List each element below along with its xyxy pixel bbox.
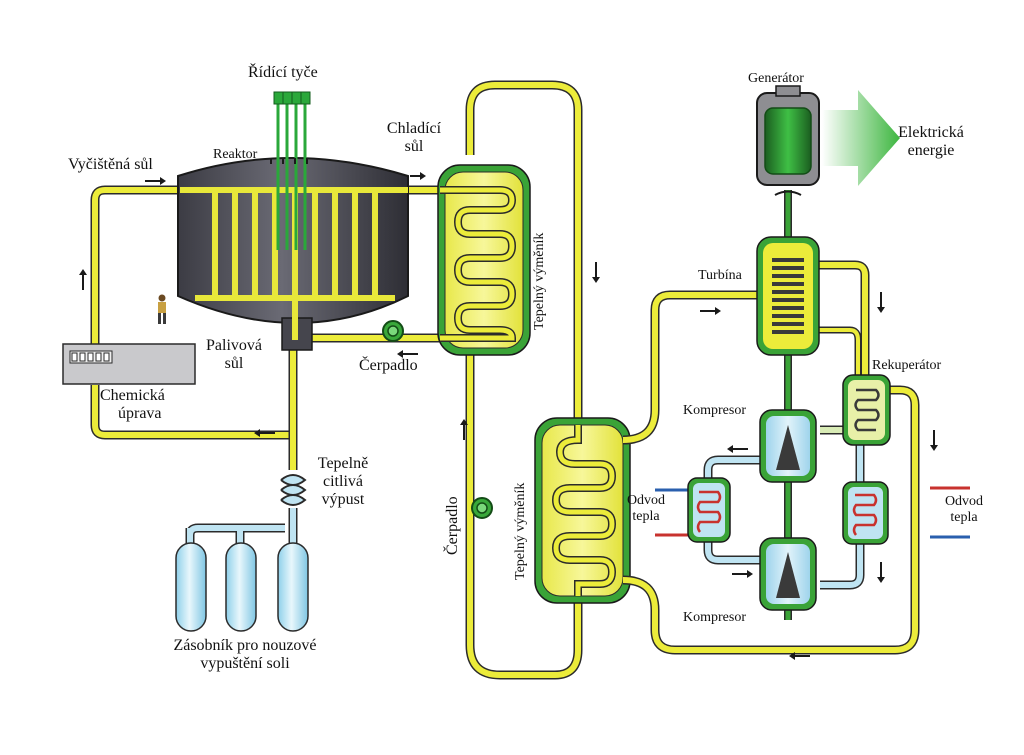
recuperator bbox=[842, 374, 891, 446]
electric-energy-label: Elektrická energie bbox=[896, 124, 966, 160]
chemical-processing-unit bbox=[62, 343, 196, 385]
chemical-line-1: Chemická bbox=[100, 387, 165, 404]
pump-vertical-label: Čerpadlo bbox=[444, 496, 461, 555]
coolant-salt-line-2: sůl bbox=[404, 138, 424, 155]
cooler-left bbox=[687, 477, 731, 543]
generator-label: Generátor bbox=[748, 71, 804, 86]
generator bbox=[756, 85, 820, 196]
heat-out-right-label: Odvod tepla bbox=[938, 494, 990, 526]
drain-tanks bbox=[175, 542, 309, 632]
compressor-bottom bbox=[759, 537, 817, 611]
reactor-label: Reaktor bbox=[213, 147, 258, 162]
compressor-bottom-label: Kompresor bbox=[683, 610, 746, 625]
chemical-line-2: úprava bbox=[118, 405, 162, 422]
heat-exchanger-1-label: Tepelný výměník bbox=[532, 232, 547, 330]
drain-tank bbox=[277, 542, 309, 632]
electricity-arrow-icon bbox=[822, 90, 900, 186]
heat-rejection-pipes bbox=[655, 486, 970, 539]
turbine-label: Turbína bbox=[698, 268, 742, 283]
fuel-salt-line-2: sůl bbox=[224, 355, 244, 372]
heat-exchanger-1 bbox=[437, 164, 531, 356]
drain-manifold bbox=[185, 508, 298, 548]
pump-top-label: Čerpadlo bbox=[359, 357, 418, 374]
chemical-processing-label: Chemická úprava bbox=[100, 387, 165, 423]
reactor-vessel bbox=[177, 91, 409, 351]
freeze-plug-label: Tepelně citlivá výpust bbox=[306, 455, 380, 509]
heat-out-left-line-2: tepla bbox=[632, 509, 660, 524]
fuel-salt-loop bbox=[90, 185, 440, 470]
recuperator-label: Rekuperátor bbox=[872, 358, 942, 373]
pump-icon bbox=[382, 320, 404, 342]
person-scale-figure bbox=[158, 294, 166, 324]
drain-tanks-label: Zásobník pro nouzové vypuštění soli bbox=[140, 637, 350, 673]
compressor-top-label: Kompresor bbox=[683, 403, 746, 418]
heat-out-left-line-1: Odvod bbox=[626, 493, 666, 508]
freeze-plug-line-2: citlivá bbox=[323, 473, 363, 490]
fuel-salt-line-1: Palivová bbox=[206, 337, 262, 354]
heat-out-left-label: Odvod tepla bbox=[620, 493, 672, 525]
coolant-salt-line-1: Chladící bbox=[386, 120, 442, 137]
freeze-plug-line-3: výpust bbox=[321, 491, 365, 508]
heat-out-right-line-2: tepla bbox=[950, 510, 978, 525]
control-rods-label: Řídící tyče bbox=[248, 64, 318, 81]
control-rod-heads bbox=[273, 91, 311, 105]
drain-tanks-line-1: Zásobník pro nouzové bbox=[173, 637, 317, 654]
freeze-plug-line-1: Tepelně bbox=[317, 455, 369, 472]
heat-out-right-line-1: Odvod bbox=[944, 494, 984, 509]
drain-tanks-line-2: vypuštění soli bbox=[200, 655, 290, 672]
cleaned-salt-label: Vyčištěná sůl bbox=[68, 156, 153, 173]
compressor-top bbox=[759, 409, 817, 483]
drain-tank bbox=[175, 542, 207, 632]
electric-line-2: energie bbox=[907, 142, 955, 159]
turbine bbox=[756, 236, 820, 356]
drain-tank bbox=[225, 542, 257, 632]
fuel-salt-label: Palivová sůl bbox=[199, 337, 269, 373]
heat-exchanger-2 bbox=[534, 417, 631, 604]
pump-icon bbox=[471, 497, 493, 519]
electric-line-1: Elektrická bbox=[898, 124, 964, 141]
coolant-salt-loop bbox=[465, 80, 583, 680]
heat-exchanger-2-label: Tepelný výměník bbox=[513, 482, 528, 580]
coolant-salt-label: Chladící sůl bbox=[382, 120, 446, 156]
freeze-plug bbox=[280, 474, 307, 506]
flow-arrows bbox=[79, 172, 938, 660]
cooler-right bbox=[842, 481, 889, 545]
